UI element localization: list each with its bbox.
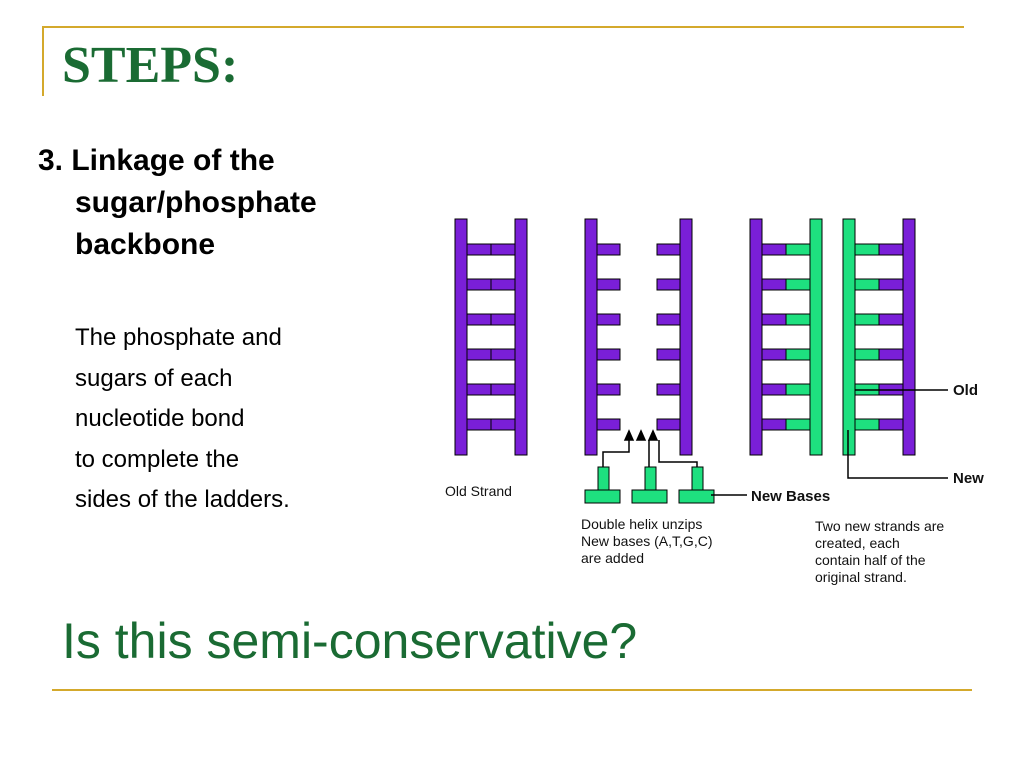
unzip-caption-line: Double helix unzips [581,516,702,532]
step-heading-line1: 3. Linkage of the [38,144,275,177]
unzip-caption-line: are added [581,550,644,566]
unpaired-base-right [656,278,681,291]
arrow-icon [647,429,659,441]
step-heading-line3: backbone [75,228,216,261]
new-base [854,243,880,256]
left-rule [42,26,44,96]
old-base [878,418,904,431]
unpaired-base-left [596,278,621,291]
old-base [761,278,787,291]
new-base [785,383,811,396]
slide-title: STEPS: [62,37,239,94]
unpaired-base-left [596,383,621,396]
unpaired-base-right [656,418,681,431]
base-pair-right [490,243,516,256]
old-strand-rail [902,218,916,456]
new-base-connector-line [658,440,698,467]
old-base [878,348,904,361]
free-base-stem [644,466,657,491]
bottom-rule [52,689,972,691]
old-base [878,278,904,291]
new-strand-rail [842,218,856,456]
ladder-group [454,218,916,456]
description-line: nucleotide bond [75,405,245,432]
free-base-block [678,489,715,504]
base-pair-left [466,313,492,326]
old-base [761,348,787,361]
base-pair-left [466,278,492,291]
description-line: The phosphate and [75,324,282,351]
description-line: sides of the ladders. [75,486,290,513]
old-strand-rail [454,218,468,456]
old-strand-rail [749,218,763,456]
new-bases-group [584,466,715,504]
old-label: Old [953,382,978,399]
unpaired-base-right [656,383,681,396]
new-bases-label: New Bases [751,488,830,505]
new-base [785,313,811,326]
new-base [785,348,811,361]
strands-caption-line: contain half of the [815,552,926,568]
old-base [761,383,787,396]
old-base [761,243,787,256]
old-base [761,313,787,326]
base-pair-left [466,243,492,256]
top-rule [42,26,964,28]
unzip-caption: Double helix unzips New bases (A,T,G,C) … [581,516,716,566]
step-heading: 3. Linkage of the sugar/phosphate backbo… [38,140,398,266]
old-strand-rail [514,218,528,456]
new-base [785,418,811,431]
base-pair-right [490,348,516,361]
arrow-icon [623,429,635,441]
closing-question: Is this semi-conservative? [62,613,638,669]
old-base [878,243,904,256]
new-base [854,418,880,431]
unpaired-base-left [596,313,621,326]
strands-caption: Two new strands are created, each contai… [815,518,948,585]
new-base [785,278,811,291]
base-pair-left [466,348,492,361]
free-base-stem [691,466,704,491]
strands-caption-line: created, each [815,535,900,551]
base-pair-left [466,418,492,431]
old-base [761,418,787,431]
unpaired-base-left [596,418,621,431]
unpaired-base-right [656,348,681,361]
new-base-connector-line [602,440,630,467]
unpaired-base-right [656,313,681,326]
free-base-block [631,489,668,504]
old-strand-label: Old Strand [445,483,512,499]
step-description: The phosphate and sugars of each nucleot… [75,318,395,521]
strands-caption-line: original strand. [815,569,907,585]
unzip-caption-line: New bases (A,T,G,C) [581,533,712,549]
unpaired-base-left [596,348,621,361]
new-base [854,348,880,361]
base-pair-right [490,313,516,326]
arrow-icon [635,429,647,441]
new-label: New [953,470,984,487]
new-base [785,243,811,256]
unpaired-base-left [596,243,621,256]
connector-group [602,429,698,467]
new-strand-rail [809,218,823,456]
base-pair-left [466,383,492,396]
old-strand-rail [584,218,598,456]
base-pair-right [490,383,516,396]
free-base-stem [597,466,610,491]
base-pair-right [490,418,516,431]
strands-caption-line: Two new strands are [815,518,944,534]
description-line: sugars of each [75,364,233,392]
description-line: to complete the [75,445,240,473]
free-base-block [584,489,621,504]
old-base [878,313,904,326]
new-base [854,278,880,291]
old-strand-rail [679,218,693,456]
new-pointer-line [847,430,948,479]
base-pair-right [490,278,516,291]
unpaired-base-right [656,243,681,256]
step-heading-line2: sugar/phosphate [75,186,317,219]
new-base [854,313,880,326]
